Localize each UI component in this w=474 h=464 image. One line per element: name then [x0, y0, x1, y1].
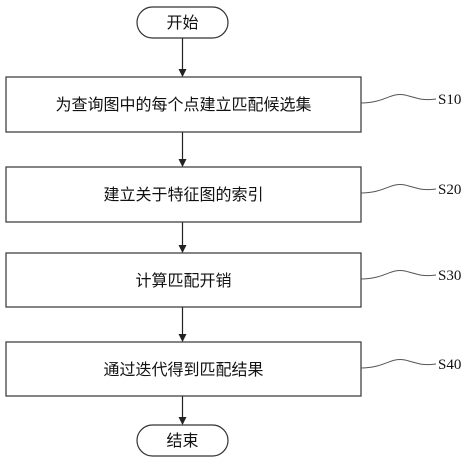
step-id-s20: S20 — [438, 182, 461, 198]
start-label: 开始 — [166, 13, 198, 32]
step-box-s10: 为查询图中的每个点建立匹配候选集 — [5, 76, 362, 133]
leader-line-s10 — [360, 93, 437, 104]
step-box-s20: 建立关于特征图的索引 — [5, 166, 362, 223]
step-box-s40: 通过迭代得到匹配结果 — [5, 341, 362, 397]
step-id-s40: S40 — [438, 357, 461, 373]
end-label: 结束 — [166, 431, 198, 450]
step-box-s30: 计算匹配开销 — [5, 252, 362, 308]
step-id-s10: S10 — [438, 92, 461, 108]
step-label-s20: 建立关于特征图的索引 — [103, 185, 263, 204]
leader-line-s40 — [360, 358, 437, 369]
end-terminal: 结束 — [136, 424, 229, 457]
step-label-s30: 计算匹配开销 — [135, 271, 231, 290]
leader-line-s30 — [360, 269, 437, 280]
step-label-s10: 为查询图中的每个点建立匹配候选集 — [55, 95, 311, 114]
leader-line-s20 — [360, 183, 437, 194]
start-terminal: 开始 — [136, 6, 229, 39]
step-id-s30: S30 — [438, 268, 461, 284]
step-label-s40: 通过迭代得到匹配结果 — [103, 360, 263, 379]
